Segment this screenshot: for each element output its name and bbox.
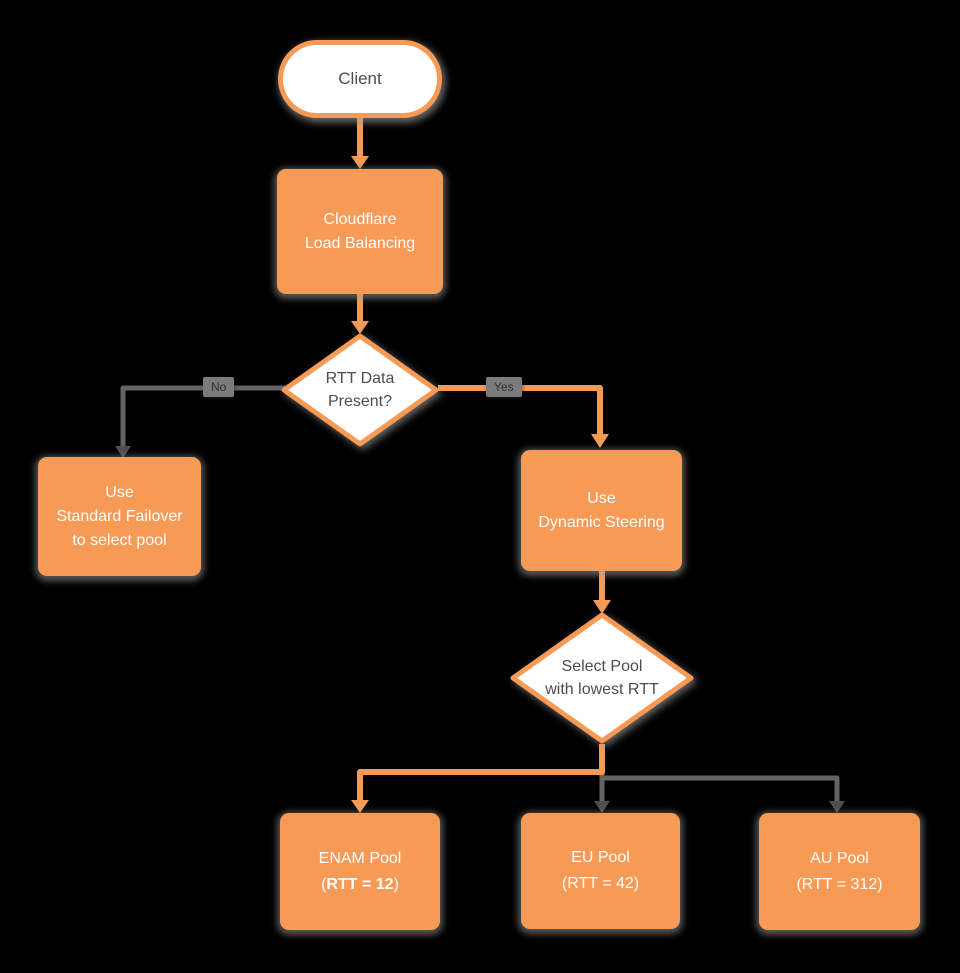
arrow-down-icon bbox=[594, 801, 610, 813]
enam-pool-content: ENAM Pool (RTT = 12) bbox=[319, 847, 402, 897]
paren: ) bbox=[633, 875, 640, 892]
pool-decision-label: Select Pool with lowest RTT bbox=[545, 657, 659, 698]
edge-to-enam-pool-connector bbox=[357, 744, 605, 803]
enam-pool-rtt: (RTT = 12) bbox=[319, 873, 402, 897]
enam-pool-node: ENAM Pool (RTT = 12) bbox=[280, 813, 440, 930]
arrow-down-icon bbox=[351, 156, 369, 169]
edge-label-no: No bbox=[203, 377, 235, 398]
rtt-decision-label: RTT Data Present? bbox=[325, 369, 395, 410]
rtt-value: RTT = 42 bbox=[567, 875, 634, 892]
rtt-decision-diamond: RTT Data Present? bbox=[281, 333, 439, 447]
load-balancing-label: Cloudflare Load Balancing bbox=[304, 210, 416, 252]
paren: ) bbox=[393, 875, 399, 893]
au-pool-rtt: (RTT = 312) bbox=[796, 873, 882, 897]
eu-pool-name: EU Pool bbox=[571, 849, 630, 866]
paren: ( bbox=[321, 875, 327, 893]
eu-pool-rtt: (RTT = 42) bbox=[562, 872, 639, 896]
au-pool-content: AU Pool (RTT = 312) bbox=[796, 847, 882, 897]
edge-label-yes: Yes bbox=[486, 377, 522, 398]
standard-failover-label: Use Standard Failover to select pool bbox=[56, 483, 183, 549]
dynamic-steering-node: Use Dynamic Steering bbox=[521, 450, 682, 571]
rtt-value: RTT = 312 bbox=[801, 875, 878, 893]
diamond-shape bbox=[281, 333, 439, 447]
client-node: Client bbox=[278, 40, 442, 118]
diamond-shape bbox=[510, 612, 694, 744]
eu-pool-content: EU Pool (RTT = 42) bbox=[562, 846, 639, 896]
enam-pool-name: ENAM Pool bbox=[318, 849, 402, 867]
dynamic-steering-label: Use Dynamic Steering bbox=[538, 489, 665, 531]
eu-pool-node: EU Pool (RTT = 42) bbox=[521, 813, 680, 929]
au-pool-name: AU Pool bbox=[810, 849, 869, 867]
standard-failover-node: Use Standard Failover to select pool bbox=[38, 457, 201, 576]
rtt-value: RTT = 12 bbox=[326, 875, 394, 893]
arrow-down-icon bbox=[351, 321, 369, 334]
pool-decision-diamond: Select Pool with lowest RTT bbox=[510, 612, 694, 744]
edge-no-connector bbox=[120, 385, 285, 449]
paren: ) bbox=[877, 875, 883, 893]
au-pool-node: AU Pool (RTT = 312) bbox=[759, 813, 920, 930]
edge-to-au-pool-connector bbox=[604, 775, 840, 804]
arrow-down-icon bbox=[351, 800, 369, 813]
paren: ( bbox=[796, 875, 802, 893]
arrow-down-icon bbox=[829, 801, 845, 813]
paren: ( bbox=[561, 875, 568, 892]
arrow-down-icon bbox=[591, 434, 609, 448]
arrow-down-icon bbox=[593, 600, 611, 614]
arrow-down-icon bbox=[115, 446, 131, 458]
load-balancing-node: Cloudflare Load Balancing bbox=[277, 169, 443, 294]
client-label: Client bbox=[338, 69, 382, 89]
